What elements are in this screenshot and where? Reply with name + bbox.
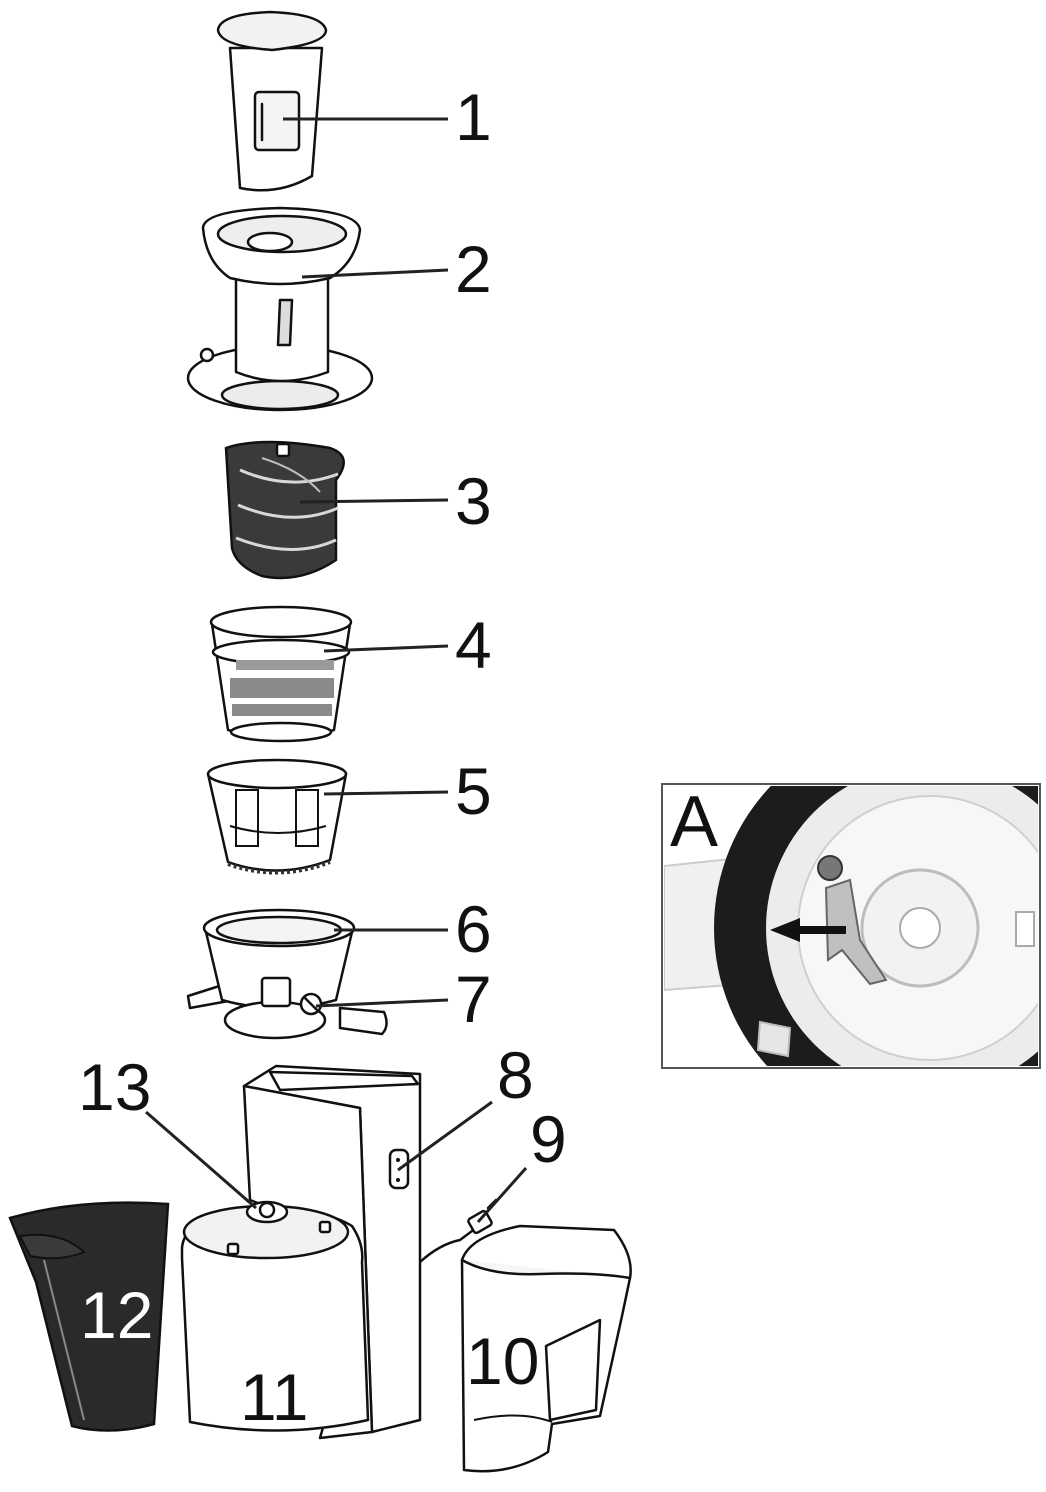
- part-labels: 1 2 3 4 5 6 7 8 9 10 11 12 13 A: [78, 80, 718, 1434]
- part-5-brush: [206, 758, 348, 875]
- inset-a: [661, 783, 1041, 1069]
- part-6-bowl: [186, 908, 388, 1040]
- part-12-pulp-container: [8, 1201, 170, 1432]
- label-10: 10: [466, 1324, 539, 1398]
- label-12: 12: [80, 1278, 153, 1352]
- label-8: 8: [497, 1038, 534, 1112]
- part-4-strainer: [209, 605, 353, 743]
- part-3-auger: [224, 440, 345, 580]
- part-1-pusher: [216, 10, 328, 192]
- inset-label-a: A: [670, 782, 718, 862]
- label-3: 3: [455, 464, 492, 538]
- part-11-base: [180, 1064, 422, 1440]
- label-1: 1: [455, 80, 492, 154]
- label-11: 11: [240, 1360, 309, 1434]
- label-4: 4: [455, 608, 492, 682]
- label-7: 7: [455, 962, 492, 1036]
- part-10-jug: [460, 1224, 632, 1473]
- label-6: 6: [455, 892, 492, 966]
- label-2: 2: [455, 232, 492, 306]
- label-13: 13: [78, 1050, 151, 1124]
- label-9: 9: [530, 1102, 567, 1176]
- leader-lines: [145, 117, 528, 1223]
- part-2-lid: [186, 206, 374, 412]
- label-5: 5: [455, 754, 492, 828]
- part-7-cap: [299, 992, 323, 1016]
